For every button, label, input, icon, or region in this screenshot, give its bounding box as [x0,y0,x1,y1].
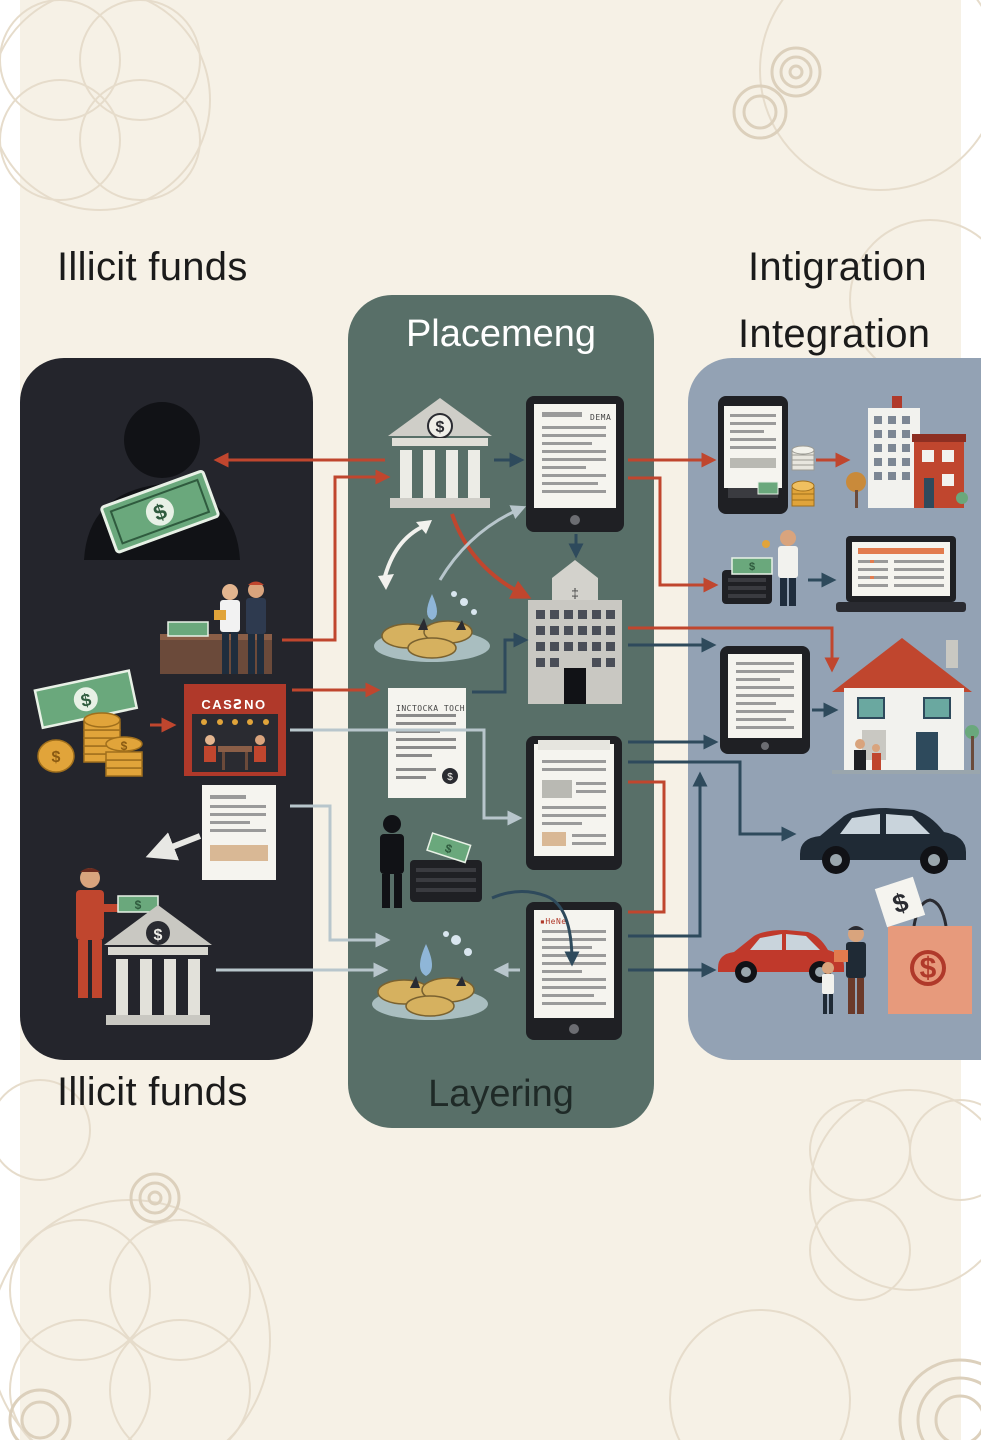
laptop-icon [836,536,966,612]
cash-and-coins-icon: $ $ $ [33,669,143,777]
doc-header-statement: ▪HeNe [540,917,567,926]
liquid-cash-pool-icon [374,591,490,662]
swap-arrows-icon [378,520,432,590]
doc-header-demo: DEMA [590,413,612,422]
top-right-label: Integration [738,312,931,356]
layering-title: Layering [428,1073,574,1115]
top-right-label-misspelled: Intigration [748,245,927,289]
placement-title: Placemeng [405,313,597,355]
svg-text:$: $ [920,952,937,985]
tablet-icon-right [720,646,810,754]
person-depositing-icon: $ [76,868,159,998]
shopping-bag-icon: $ $ [874,876,972,1014]
tablet-document-icon [526,396,624,532]
svg-text:$: $ [749,561,755,573]
top-left-label: Illicit funds [57,245,248,289]
svg-text:‡: ‡ [571,585,579,601]
casino-building-icon [184,684,286,776]
bank-icon: $ [388,398,492,508]
city-buildings-icon [846,396,968,508]
svg-text:$: $ [135,898,142,912]
liquid-cash-pool-icon-lower [372,931,488,1020]
smartphone-icon [718,396,788,514]
office-building-icon: ‡ [528,560,622,704]
bank-icon-left: $ [104,905,212,1025]
svg-text:$: $ [52,749,61,766]
cashier-icon: $ [722,530,798,606]
doc-header-invoice: INCTOCKA TOCH [396,704,466,713]
family-people-icon [822,926,866,1014]
criminal-silhouette-icon: $ [84,402,240,560]
receipt-document-icon [202,785,276,880]
bottom-left-label: Illicit funds [57,1070,248,1114]
coin-stack-icon [791,445,815,507]
svg-text:$: $ [79,689,93,711]
house-icon [832,638,980,774]
casino-sign: CASꙄNO [201,697,267,712]
svg-text:$: $ [121,739,128,753]
frame-edge-left [0,0,20,1440]
tablet-report-icon [526,736,622,870]
svg-text:$: $ [443,841,454,856]
svg-text:$: $ [447,772,453,783]
dark-car-icon [800,808,966,874]
svg-text:$: $ [154,927,163,944]
cash-counter-people-icon [160,581,272,674]
svg-text:$: $ [436,419,445,436]
person-at-atm-icon: $ [380,815,482,908]
